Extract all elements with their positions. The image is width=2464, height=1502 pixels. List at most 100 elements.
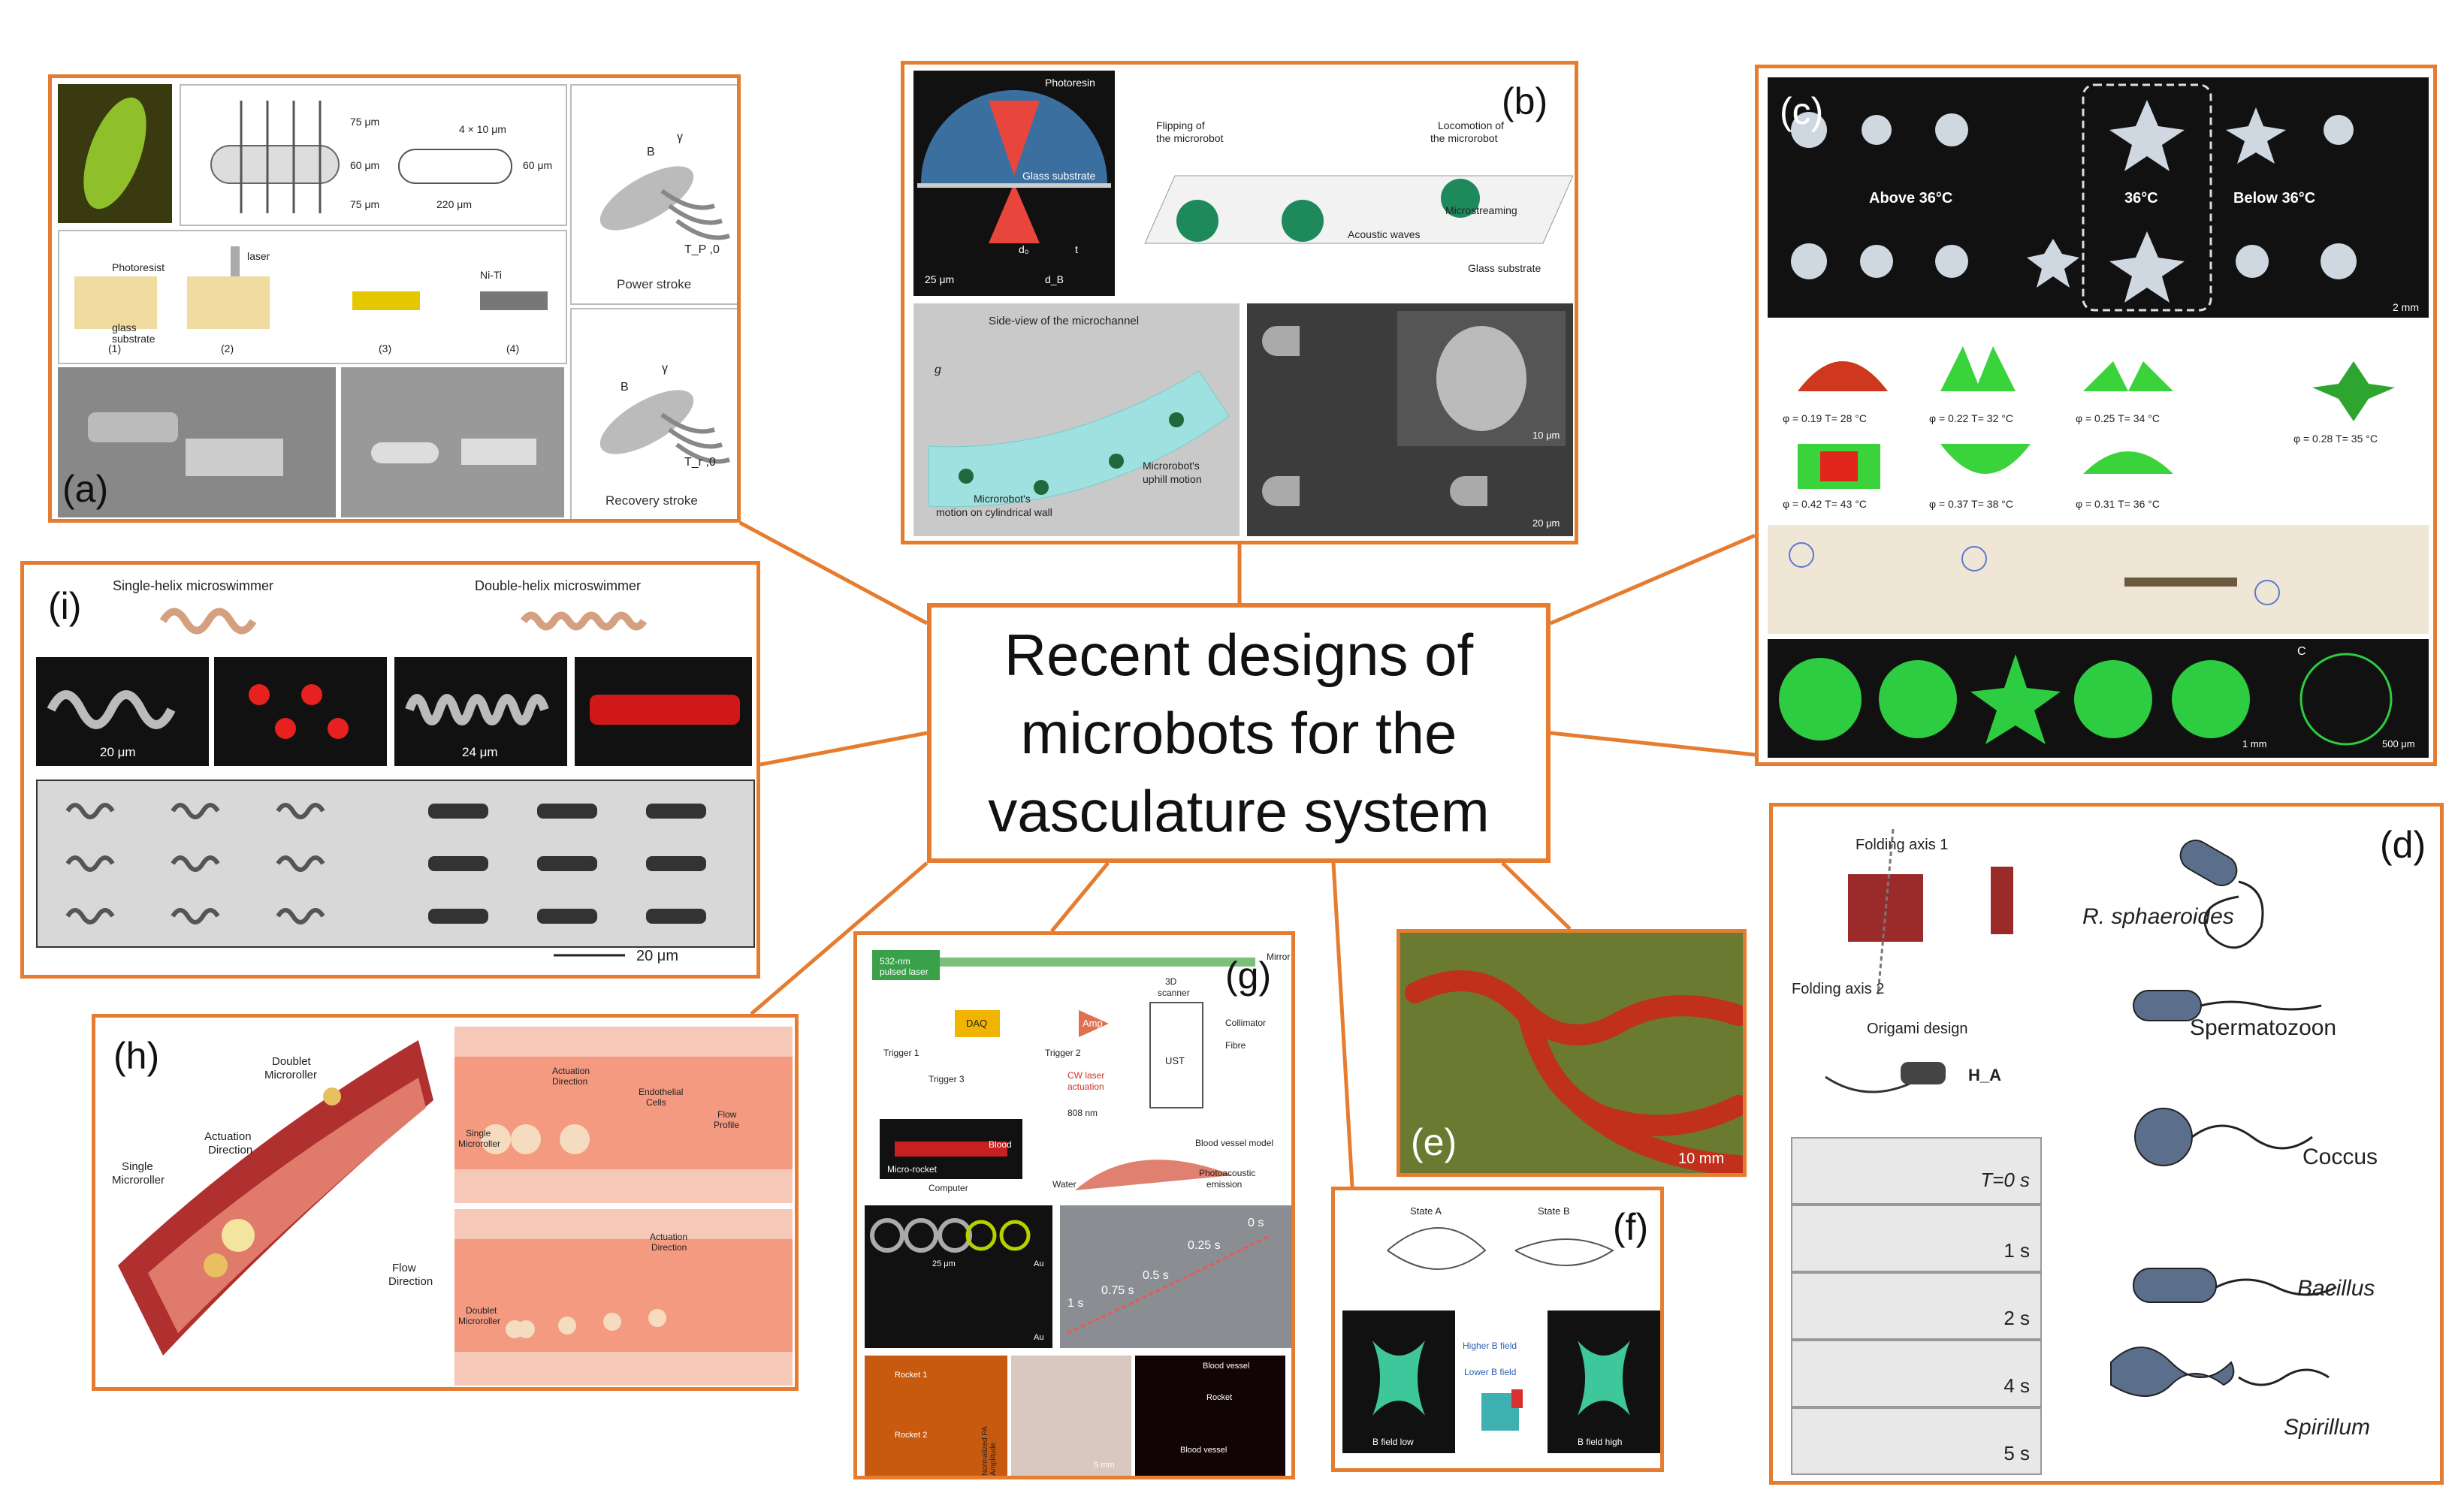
state-b-label: State B [1538, 1205, 1570, 1217]
photoresin-image: Photoresin Glass substrate 25 μm d₀ t d_… [913, 71, 1115, 296]
panel-f-label: (f) [1613, 1206, 1649, 1248]
scale-10um: 10 μm [1532, 430, 1560, 441]
fluorescence-high: B field high [1548, 1310, 1660, 1453]
sem-image-2 [341, 367, 564, 517]
shell-states [1387, 1227, 1614, 1270]
glass-label: glass [112, 321, 137, 333]
time-t2: 2 s [2004, 1307, 2030, 1329]
phi-r6: φ = 0.37 T= 38 °C [1929, 498, 2013, 510]
frame-t1: 1 s [1791, 1205, 2042, 1272]
panel-e-label: (e) [1411, 1121, 1457, 1163]
rocket-label: Rocket [1206, 1393, 1233, 1402]
panel-e: (e) 10 mm [1397, 929, 1747, 1177]
step-3: (3) [379, 342, 392, 354]
frame-t2: 2 s [1791, 1272, 2042, 1340]
scale-20um: 20 μm [1532, 517, 1560, 529]
panel-h: Doublet Microroller Actuation Direction … [92, 1014, 799, 1391]
dim-label-2: 60 μm [350, 159, 380, 171]
shape-transition-array: φ = 0.19 T= 28 °C φ = 0.22 T= 32 °C φ = … [1768, 324, 2429, 519]
dim-label-5: 60 μm [523, 159, 553, 171]
b-label: B [647, 146, 655, 158]
folding-axis-2-label: Folding axis 2 [1792, 981, 1885, 997]
actuation-label-3: Actuation [650, 1232, 688, 1242]
computer-label: Computer [929, 1183, 968, 1193]
g-label: g [935, 363, 941, 376]
microchannel-sideview: Side-view of the microchannel g Microrob… [913, 303, 1240, 536]
panel-a: 75 μm 60 μm 75 μm 4 × 10 μm 60 μm 220 μm… [48, 74, 741, 523]
scale-25um: 25 μm [925, 273, 955, 285]
frame-t4: 4 s [1791, 1340, 2042, 1407]
dim-label-4: 4 × 10 μm [459, 123, 506, 135]
step-4: (4) [506, 342, 520, 354]
direction-label-3: Direction [651, 1242, 687, 1253]
t-label: t [1075, 243, 1078, 255]
step-1: (1) [108, 342, 122, 354]
npa-label: Normalized PA Amplitude [981, 1426, 998, 1476]
gamma-label: γ [677, 131, 683, 143]
origami-design: Folding axis 1 Folding axis 2 Origami de… [1780, 814, 2066, 1145]
trigger-1-label: Trigger 1 [883, 1048, 919, 1058]
double-helix-brightfield: 24 μm [394, 657, 567, 766]
trigger-2-label: Trigger 2 [1045, 1048, 1081, 1058]
flip-label-1: Flipping of [1156, 119, 1205, 131]
step-2: (2) [221, 342, 234, 354]
direction-label: Direction [208, 1144, 253, 1157]
panel-i: Single-helix microswimmer Double-helix m… [20, 561, 760, 979]
ust-label: UST [1165, 1055, 1185, 1066]
photoresist-label: Photoresist [112, 261, 165, 273]
fibre-label: Fibre [1225, 1040, 1246, 1051]
state-a-label: State A [1410, 1205, 1442, 1217]
panel-a-label: (a) [62, 468, 109, 510]
laser-label: 532-nm [880, 956, 910, 967]
power-stroke-label: Power stroke [617, 277, 692, 291]
time-t0: T=0 s [1980, 1169, 2030, 1191]
scale-500um: 500 μm [2382, 738, 2415, 749]
actuation-label-2: Actuation [552, 1066, 590, 1076]
above-36-label: Above 36°C [1869, 190, 1953, 207]
pa-label: Photoacoustic [1199, 1168, 1256, 1178]
tp-label: T_P ,0 [684, 243, 720, 256]
helix-array [36, 780, 755, 948]
endothelial-label: Endothelial [639, 1087, 684, 1097]
single-label: Single [122, 1160, 153, 1173]
actuation-label: Actuation [204, 1130, 252, 1143]
cw-laser-label: CW laser [1067, 1070, 1105, 1081]
time-1s: 1 s [1067, 1297, 1084, 1310]
panel-g-label: (g) [1225, 955, 1272, 997]
central-title-box: Recent designs of microbots for the vasc… [927, 603, 1551, 863]
photo-vessel: 5 mm [1011, 1356, 1131, 1476]
uphill-label-2: uphill motion [1143, 473, 1202, 485]
single-helix-fluorescence [214, 657, 387, 766]
panel-c-label: (c) [1780, 90, 1824, 132]
substrate-label: substrate [112, 333, 156, 345]
rsphaeroides-label: R. sphaeroides [2082, 904, 2234, 929]
flow-direction-label: Direction [388, 1275, 433, 1288]
cw-actuation-label: actuation [1067, 1081, 1104, 1092]
scale-5mm: 5 mm [1094, 1461, 1115, 1470]
collimator-label: Collimator [1225, 1018, 1267, 1028]
double-helix-fluorescence [575, 657, 752, 766]
laser-label: laser [247, 250, 270, 262]
direction-label-2: Direction [552, 1076, 588, 1087]
scale-20um-array: 20 μm [636, 948, 678, 964]
single-helix-brightfield: 20 μm [36, 657, 209, 766]
acoustic-waves-label: Acoustic waves [1348, 228, 1421, 240]
phi-r2: φ = 0.22 T= 32 °C [1929, 412, 2013, 424]
phi-r3: φ = 0.25 T= 34 °C [2076, 412, 2160, 424]
below-36-label: Below 36°C [2233, 190, 2316, 207]
rocket-trajectory: 0 s 0.25 s 0.5 s 0.75 s 1 s [1060, 1205, 1291, 1348]
sem-image-1 [58, 367, 336, 517]
microroller-label-4: Microroller [458, 1316, 501, 1326]
dim-label-6: 220 μm [436, 198, 472, 210]
phi-r4: φ = 0.28 T= 35 °C [2293, 433, 2378, 445]
time-05s: 0.5 s [1143, 1269, 1169, 1282]
lower-b-label: Lower B field [1464, 1367, 1517, 1377]
title-line-1: Recent designs of [1004, 622, 1474, 688]
thermo-star-sequence: Above 36°C 36°C Below 36°C 2 mm [1768, 77, 2429, 318]
spirillum-label: Spirillum [2284, 1415, 2371, 1440]
b-field-high-label: B field high [1578, 1437, 1623, 1447]
trigger-3-label: Trigger 3 [929, 1074, 965, 1084]
photoresin-label: Photoresin [1045, 77, 1095, 89]
36c-label: 36°C [2124, 190, 2158, 207]
